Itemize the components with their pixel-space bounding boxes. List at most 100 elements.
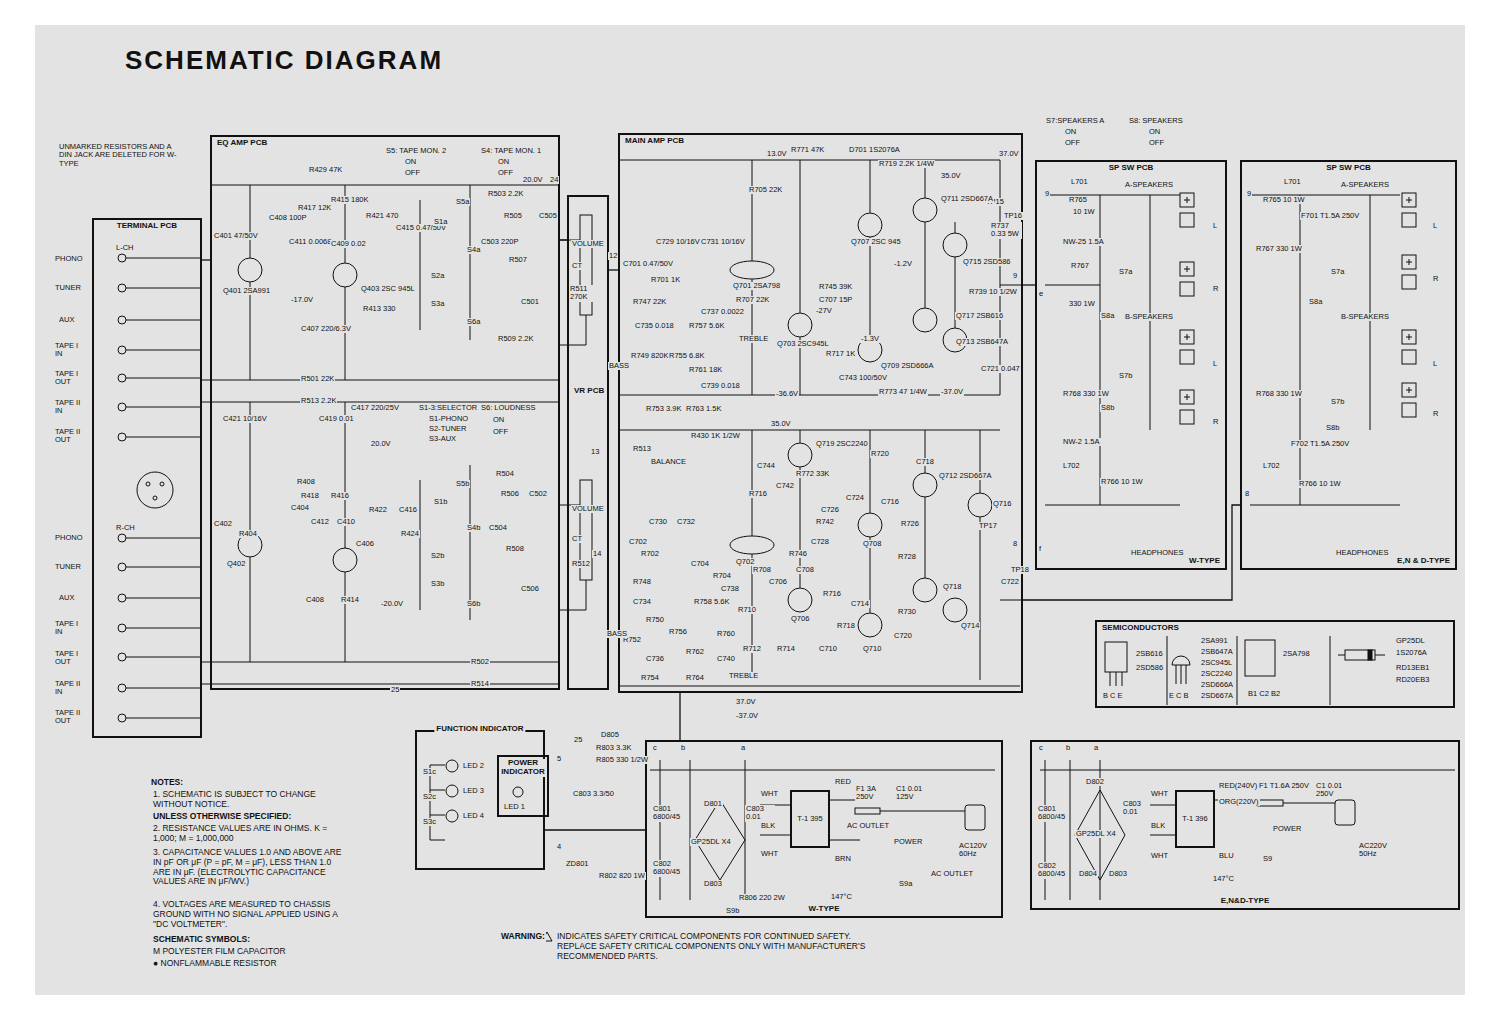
part-label: R-CH	[115, 524, 136, 532]
part-label: C706	[768, 578, 788, 586]
part-label: VOLUME	[571, 505, 605, 513]
part-label: R772 33K	[795, 470, 830, 478]
part-label: C1 0.01 125V	[895, 785, 927, 802]
part-label: F1 T1.6A 250V	[1258, 782, 1310, 790]
part-label: R760	[716, 630, 736, 638]
part-label: C801 6800/45	[652, 805, 684, 822]
part-label: S8a	[1100, 312, 1115, 320]
part-label: VOLUME	[571, 240, 605, 248]
part-label: R704	[712, 572, 732, 580]
led-symbol	[446, 810, 458, 822]
part-label: R730	[897, 608, 917, 616]
box-heading: SEMICONDUCTORS	[1100, 624, 1181, 633]
part-label: R424	[400, 530, 420, 538]
part-label: R767 330 1W	[1255, 245, 1303, 253]
part-label: OFF	[1148, 139, 1165, 147]
part-label: f	[1038, 545, 1042, 553]
part-label: OFF	[1064, 139, 1081, 147]
part-label: R707 22K	[735, 296, 770, 304]
box-heading: SP SW PCB	[1243, 164, 1454, 173]
wire	[752, 160, 955, 395]
transistor-symbol	[730, 261, 774, 279]
part-label: 4	[556, 843, 562, 851]
part-label: D804	[1078, 870, 1098, 878]
part-label: 25	[390, 686, 400, 694]
input-jack	[118, 534, 126, 542]
speaker-terminal	[1180, 410, 1194, 424]
part-label: R763 1.5K	[685, 405, 722, 413]
part-label: S1a	[433, 218, 448, 226]
part-label: Q703 2SC945L	[776, 340, 830, 348]
part-label: R414	[340, 596, 360, 604]
part-label: C505	[538, 212, 558, 220]
part-label: S6a	[466, 318, 481, 326]
part-label: R765 10 1W	[1262, 196, 1306, 204]
part-label: Q701 2SA798	[732, 282, 781, 290]
part-label: L702	[1062, 462, 1081, 470]
part-label: TP17	[978, 522, 998, 530]
led-symbol	[513, 787, 523, 797]
part-label: OFF	[492, 428, 509, 436]
part-label: R	[1212, 418, 1219, 426]
input-jack	[118, 563, 126, 571]
transistor-symbol	[238, 258, 262, 282]
speaker-terminal	[1402, 213, 1416, 227]
diagram-title: SCHEMATIC DIAGRAM	[122, 46, 446, 75]
part-label: S9b	[725, 907, 740, 915]
part-label: S2c	[422, 793, 437, 801]
part-label: C721 0.047	[980, 365, 1021, 373]
package-outline	[1172, 656, 1190, 665]
note-text: 2. RESISTANCE VALUES ARE IN OHMS. K = 1,…	[152, 824, 349, 844]
part-label: Q706	[790, 615, 810, 623]
part-label: TAPE II OUT	[54, 709, 90, 726]
part-label: S3a	[430, 300, 445, 308]
connector	[1023, 284, 1035, 285]
part-label: C728	[810, 538, 830, 546]
part-label: R766 10 1W	[1100, 478, 1144, 486]
input-jack	[153, 496, 157, 500]
part-label: BASS	[606, 630, 628, 638]
part-label: Q718	[942, 583, 962, 591]
part-label: POWER	[893, 838, 923, 846]
wire	[1250, 195, 1400, 505]
part-label: B1 C2 B2	[1247, 690, 1281, 698]
power-supply-parts	[1335, 800, 1355, 825]
part-label: R739 10 1/2W	[968, 288, 1018, 296]
part-label: R509 2.2K	[497, 335, 534, 343]
part-label: R761 18K	[688, 366, 723, 374]
part-label: F702 T1.5A 250V	[1290, 440, 1350, 448]
pcb-box: SP SW PCBE,N & D-TYPE	[1240, 160, 1457, 570]
part-label: Q710	[862, 645, 882, 653]
part-label: ON	[1064, 128, 1077, 136]
part-label: B C E	[1102, 692, 1124, 700]
part-label: S4: TAPE MON. 1	[480, 147, 542, 155]
part-label: S6: LOUDNESS	[480, 404, 537, 412]
part-label: C416	[398, 506, 418, 514]
part-label: R758 5.6K	[693, 598, 730, 606]
input-jack	[118, 624, 126, 632]
part-label: CT	[571, 535, 583, 543]
part-label: L	[1212, 222, 1218, 230]
part-label: LED 1	[503, 803, 526, 811]
part-label: S5b	[455, 480, 470, 488]
part-label: C707 15P	[818, 296, 853, 304]
part-label: RED(240V)	[1218, 782, 1258, 790]
part-label: Q719 2SC2240	[815, 440, 869, 448]
pcb-box: E,N&D-TYPET-1 396	[1030, 740, 1460, 910]
part-label: C732	[676, 518, 696, 526]
part-label: R	[1432, 410, 1439, 418]
part-label: C803 0.01	[745, 805, 775, 822]
part-label: NW-25 1.5A	[1062, 238, 1105, 246]
part-label: B-SPEAKERS	[1340, 313, 1390, 321]
part-label: TP16	[1003, 212, 1023, 220]
part-label: 35.0V	[770, 420, 792, 428]
wire	[650, 760, 995, 900]
input-jack	[118, 433, 126, 441]
part-label: C504	[488, 524, 508, 532]
part-label: AUX	[58, 316, 75, 324]
part-label: LED 2	[462, 762, 485, 770]
part-label: RD20EB3	[1395, 676, 1430, 684]
box-heading: VR PCB	[572, 387, 606, 396]
part-label: R716	[822, 590, 842, 598]
connector	[679, 693, 680, 740]
